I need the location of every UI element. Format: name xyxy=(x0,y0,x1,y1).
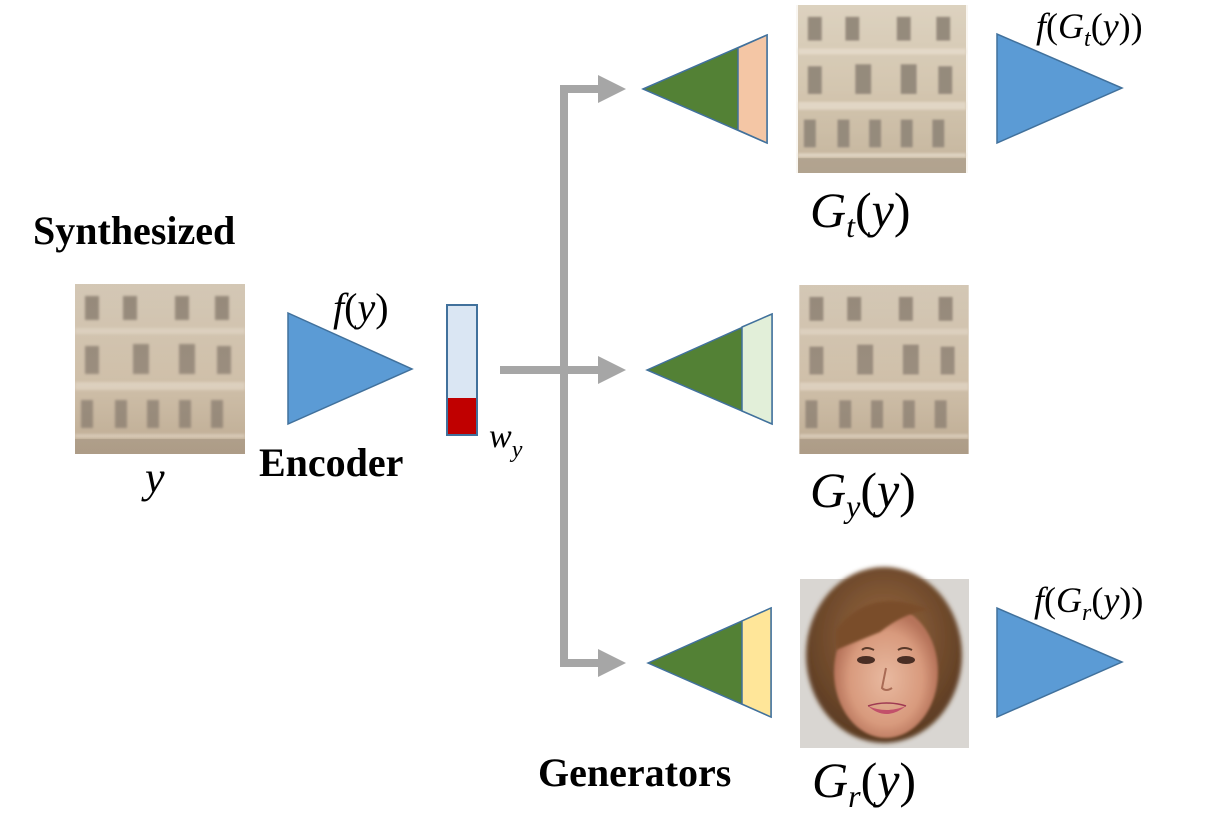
middle-y: y xyxy=(872,462,900,518)
output-image-top xyxy=(796,5,968,173)
arrow-branch-vertical xyxy=(560,85,604,667)
encoder-label: Encoder xyxy=(259,440,403,485)
branch-arrows xyxy=(500,85,604,667)
latent-subscript: y xyxy=(510,437,523,463)
bottom-f-open-paren: ( xyxy=(1044,580,1056,620)
output-image-bottom xyxy=(800,567,969,748)
middle-G: G xyxy=(810,462,846,518)
middle-close-paren: ) xyxy=(899,462,916,518)
top-f-G-subscript: t xyxy=(1084,26,1092,52)
arrow-head-bottom xyxy=(598,649,626,677)
generator-band-middle xyxy=(741,312,773,426)
arrow-head-middle xyxy=(598,356,626,384)
latent-code-segment xyxy=(448,398,476,434)
generator-band-top xyxy=(737,33,768,145)
bottom-G: G xyxy=(812,752,848,808)
bottom-f-G-subscript: r xyxy=(1082,600,1092,626)
top-f-open-paren: ( xyxy=(1046,6,1058,46)
bottom-f-inner-close: ) xyxy=(1119,580,1131,620)
output-label-middle: Gy(y) xyxy=(810,462,916,524)
encoder-function-label: f(y) xyxy=(333,285,389,330)
bottom-f-inner-open: ( xyxy=(1091,580,1103,620)
reencoder-triangle-top xyxy=(996,32,1124,145)
top-f-inner-open: ( xyxy=(1091,6,1103,46)
middle-G-subscript: y xyxy=(843,488,861,524)
top-close-paren: ) xyxy=(894,182,911,238)
top-G: G xyxy=(810,182,846,238)
synthesized-label: Synthesized xyxy=(33,208,235,253)
top-f-y: y xyxy=(1100,6,1119,46)
reencoder-label-bottom: f(Gr(y)) xyxy=(1034,580,1143,626)
encoder-triangle xyxy=(287,311,414,426)
encoder-close-paren: ) xyxy=(375,285,388,330)
bottom-f-y: y xyxy=(1100,580,1119,620)
arrow-head-top xyxy=(598,75,626,103)
bottom-open-paren: ( xyxy=(861,752,878,808)
latent-w: w xyxy=(489,418,512,455)
generators-label: Generators xyxy=(538,750,731,795)
bottom-G-subscript: r xyxy=(848,778,861,814)
top-y: y xyxy=(867,182,895,238)
bottom-y: y xyxy=(872,752,900,808)
reencoder-triangle-bottom xyxy=(996,606,1124,719)
middle-open-paren: ( xyxy=(860,462,877,518)
top-f-G: G xyxy=(1058,6,1084,46)
encoder-open-paren: ( xyxy=(344,285,357,330)
latent-vector-label: wy xyxy=(489,418,523,463)
input-image xyxy=(75,284,245,454)
top-f-inner-close: ) xyxy=(1119,6,1131,46)
encoder-y: y xyxy=(353,285,375,330)
top-open-paren: ( xyxy=(855,182,872,238)
bottom-close-paren: ) xyxy=(899,752,916,808)
output-label-top: Gt(y) xyxy=(810,182,911,244)
bottom-f-G: G xyxy=(1056,580,1082,620)
output-label-bottom: Gr(y) xyxy=(812,752,916,814)
input-variable-label: y xyxy=(141,453,165,502)
generator-band-bottom xyxy=(741,606,772,719)
reencoder-label-top: f(Gt(y)) xyxy=(1036,6,1143,52)
output-image-middle xyxy=(799,285,969,454)
top-G-subscript: t xyxy=(846,208,856,244)
bottom-f-close: ) xyxy=(1131,580,1143,620)
top-f-close: ) xyxy=(1131,6,1143,46)
